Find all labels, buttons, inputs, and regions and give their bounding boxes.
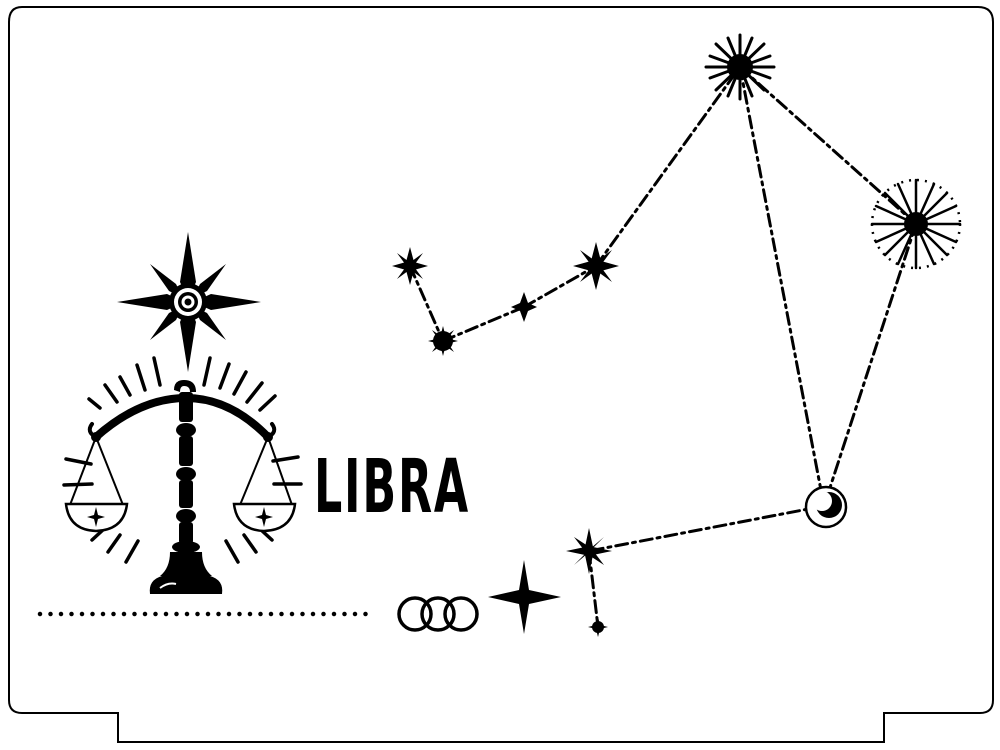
- scale-strings: [69, 436, 293, 506]
- compass-star-icon: [117, 232, 261, 372]
- constellation-star-large: [704, 33, 776, 101]
- libra-scales-icon: [62, 232, 303, 594]
- constellation-star: [573, 242, 619, 290]
- card-outline: [8, 6, 994, 743]
- right-pan: [232, 502, 297, 533]
- constellation-star: [566, 528, 612, 574]
- crescent-moon-icon: [804, 485, 848, 529]
- left-pan: [64, 502, 129, 533]
- constellation-star: [428, 326, 458, 356]
- constellation-star-burst: [870, 178, 962, 270]
- page-title: LIBRA: [314, 444, 470, 530]
- constellation-star: [588, 617, 608, 637]
- constellation-star: [392, 247, 428, 285]
- constellation-lines: [408, 65, 918, 629]
- four-point-star-icon: [488, 560, 561, 634]
- triple-rings-icon: [397, 596, 479, 632]
- constellation-star: [511, 292, 537, 322]
- scale-column: [149, 380, 223, 594]
